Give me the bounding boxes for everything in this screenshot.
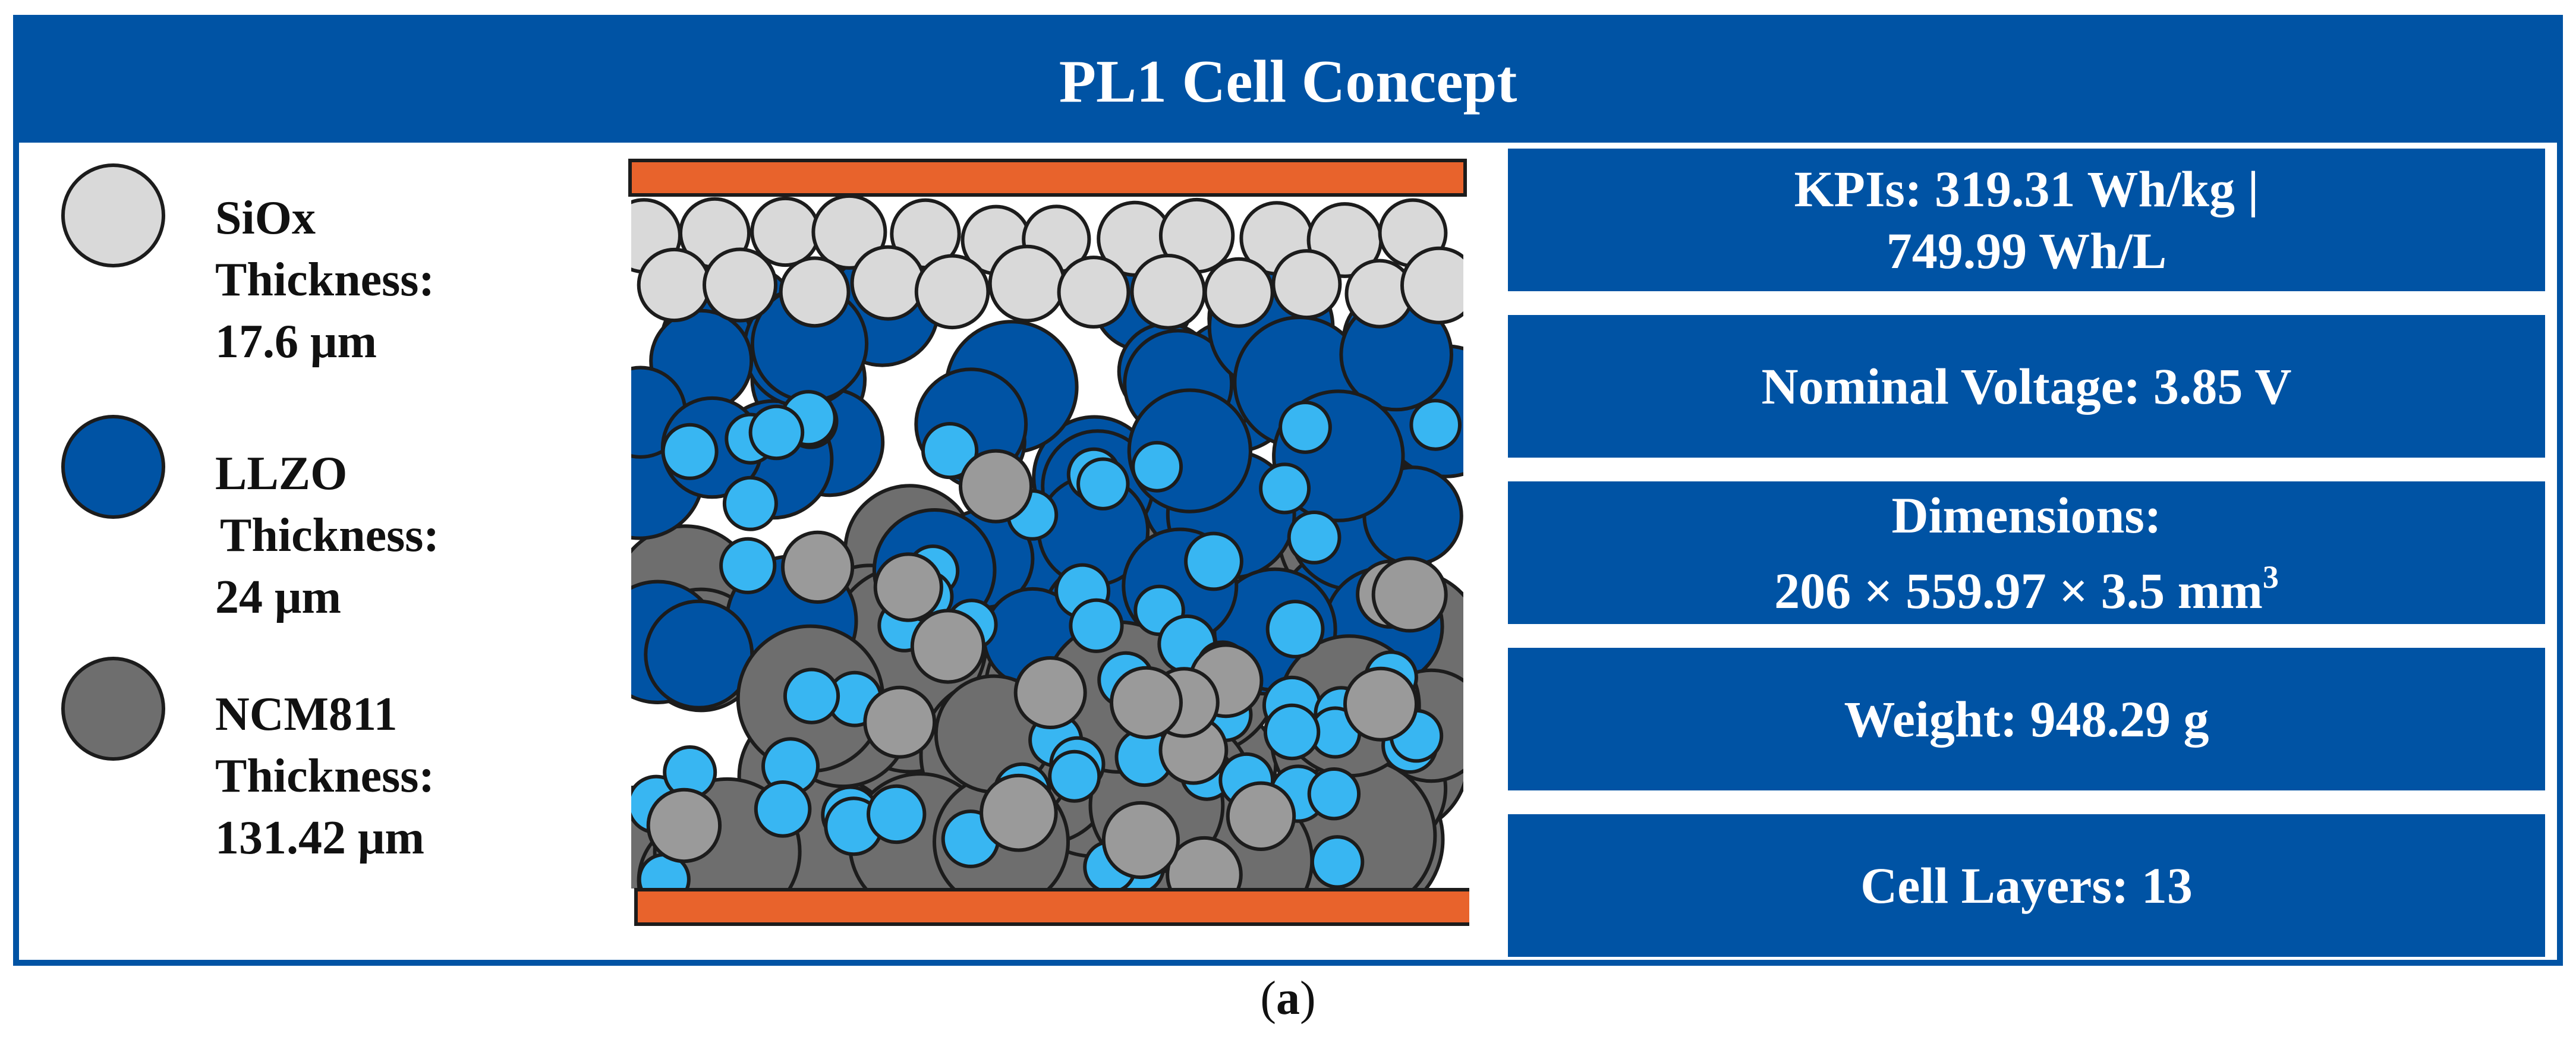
additive-particle	[1101, 801, 1180, 880]
additive-particle	[1226, 781, 1296, 852]
additive-particle	[783, 667, 840, 724]
cell-concept-panel: PL1 Cell Concept SiOx Thickness: 17.6 μm…	[13, 15, 2563, 966]
additive-particle	[910, 609, 986, 684]
additive-particle	[1110, 666, 1183, 739]
siox-thickness-label: Thickness:	[215, 254, 434, 306]
additive-particle	[873, 552, 943, 622]
additive-particle	[1409, 399, 1462, 451]
llzo-thickness-value: 24 μm	[215, 571, 341, 623]
additive-particle	[867, 784, 927, 845]
caption-close: )	[1300, 972, 1316, 1025]
siox-particle	[637, 247, 711, 323]
siox-particle	[1271, 249, 1342, 320]
figure-caption: (a)	[0, 972, 2576, 1026]
kpi-dimensions-box: Dimensions: 206 × 559.97 × 3.5 mm3	[1508, 481, 2545, 624]
kpi-dimensions-line: 206 × 559.97 × 3.5 mm3	[1774, 546, 2279, 622]
siox-particle	[779, 256, 851, 328]
siox-name: SiOx	[215, 192, 316, 244]
siox-thickness-value: 17.6 μm	[215, 316, 377, 368]
kpi-layers: Cell Layers: 13	[1860, 857, 2193, 914]
kpi-voltage-box: Nominal Voltage: 3.85 V	[1508, 315, 2545, 458]
additive-particle	[1343, 666, 1418, 742]
additive-particle	[1013, 656, 1087, 729]
llzo-legend-text: LLZO Thickness: 24 μm	[215, 443, 439, 628]
additive-particle	[1048, 749, 1101, 803]
kpi-energy-box: KPIs: 319.31 Wh/kg | 749.99 Wh/L	[1508, 149, 2545, 291]
siox-legend-circle	[61, 163, 165, 267]
additive-particle	[754, 780, 812, 838]
additive-particle	[1287, 511, 1341, 565]
additive-particle	[1131, 440, 1183, 493]
kpi-dimensions-exponent: 3	[2262, 559, 2279, 595]
panel-title: PL1 Cell Concept	[1059, 48, 1517, 115]
additive-particle	[1166, 836, 1243, 889]
siox-particle	[850, 245, 926, 321]
siox-particle	[914, 254, 990, 330]
kpi-weight: Weight: 948.29 g	[1844, 691, 2209, 748]
additive-particle	[959, 449, 1033, 524]
additive-particle	[1371, 556, 1448, 633]
kpi-weight-box: Weight: 948.29 g	[1508, 648, 2545, 790]
additive-particle	[1265, 600, 1325, 659]
siox-particle	[1400, 246, 1463, 324]
cell-stack-diagram	[628, 159, 1469, 926]
ncm811-thickness-label: Thickness:	[215, 750, 434, 802]
additive-particle	[781, 530, 855, 604]
additive-particle	[719, 537, 777, 594]
kpi-energy-line2: 749.99 Wh/L	[1886, 222, 2167, 279]
siox-particle	[703, 247, 777, 323]
additive-particle	[863, 685, 937, 759]
additive-particle	[1259, 462, 1311, 515]
additive-particle	[921, 422, 979, 480]
kpi-layers-box: Cell Layers: 13	[1508, 814, 2545, 957]
additive-particle	[1069, 598, 1124, 653]
additive-particle	[1307, 767, 1361, 821]
additive-particle	[661, 423, 719, 480]
siox-legend-text: SiOx Thickness: 17.6 μm	[215, 187, 434, 373]
title-bar: PL1 Cell Concept	[19, 21, 2557, 143]
ncm811-thickness-value: 131.42 μm	[215, 812, 424, 864]
additive-particle	[1278, 401, 1332, 454]
llzo-legend-circle	[61, 415, 165, 519]
additive-particle	[748, 404, 805, 461]
ncm811-legend-circle	[61, 657, 165, 761]
particle-layer	[631, 194, 1463, 889]
additive-particle	[1184, 531, 1243, 591]
kpi-voltage: Nominal Voltage: 3.85 V	[1761, 358, 2292, 415]
additive-particle	[722, 475, 778, 531]
caption-open: (	[1260, 972, 1276, 1025]
additive-particle	[1310, 835, 1365, 889]
additive-particle	[1263, 703, 1321, 761]
siox-particle	[988, 244, 1066, 323]
kpi-dimensions-value: 206 × 559.97 × 3.5 mm	[1774, 562, 2263, 619]
bottom-current-collector	[634, 888, 1469, 926]
llzo-thickness-label: Thickness:	[220, 509, 439, 562]
ncm811-legend-text: NCM811 Thickness: 131.42 μm	[215, 683, 434, 869]
llzo-particle	[644, 599, 754, 710]
additive-particle	[646, 787, 722, 864]
caption-letter: a	[1276, 972, 1300, 1025]
ncm811-name: NCM811	[215, 688, 398, 741]
kpi-dimensions-label: Dimensions:	[1891, 486, 2162, 544]
additive-particle	[1076, 457, 1130, 511]
llzo-name: LLZO	[215, 448, 348, 500]
additive-particle	[980, 773, 1058, 852]
top-current-collector	[628, 159, 1467, 197]
siox-particle	[1203, 257, 1274, 328]
siox-particle	[1130, 254, 1207, 330]
kpi-energy-line1: KPIs: 319.31 Wh/kg |	[1794, 160, 2259, 218]
siox-particle	[1057, 256, 1130, 329]
